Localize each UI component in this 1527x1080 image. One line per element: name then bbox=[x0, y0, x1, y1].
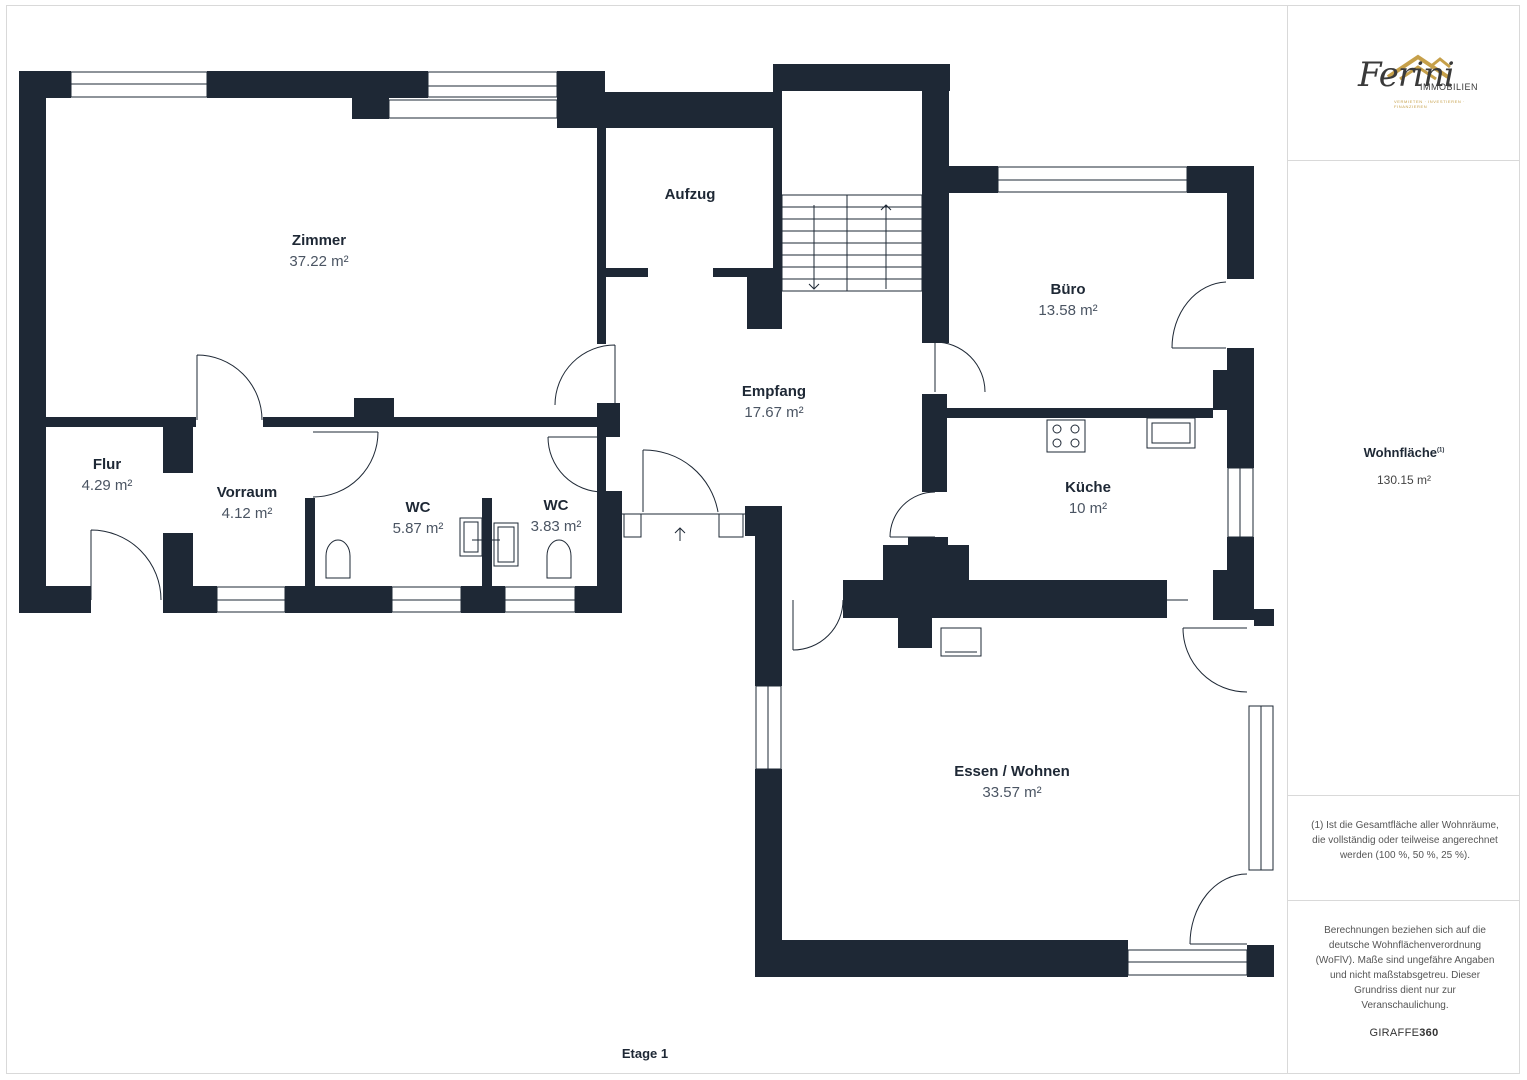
room-name: Vorraum bbox=[217, 484, 278, 501]
room-name: WC bbox=[544, 497, 569, 514]
room-area: 13.58 m² bbox=[1038, 302, 1097, 319]
room-area: 17.67 m² bbox=[744, 404, 803, 421]
panel-divider bbox=[1288, 900, 1520, 901]
room-name: WC bbox=[406, 499, 431, 516]
fixtures bbox=[325, 417, 1196, 657]
floor-label: Etage 1 bbox=[621, 1046, 669, 1061]
doors bbox=[90, 281, 1248, 945]
room-area: 10 m² bbox=[1069, 500, 1107, 517]
disclaimer-text: Berechnungen beziehen sich auf die deuts… bbox=[1315, 925, 1495, 1011]
room-area: 4.12 m² bbox=[222, 505, 273, 522]
company-logo: Ferini IMMOBILIEN VERMIETEN · INVESTIERE… bbox=[1318, 45, 1498, 125]
brand-label: GIRAFFE360 bbox=[1288, 1027, 1520, 1039]
room-name: Küche bbox=[1065, 479, 1111, 496]
living-area-value: 130.15 m² bbox=[1376, 473, 1432, 487]
room-area: 4.29 m² bbox=[82, 477, 133, 494]
page-frame bbox=[6, 5, 1520, 1074]
panel-divider bbox=[1288, 795, 1520, 796]
room-name: Büro bbox=[1051, 281, 1086, 298]
footnote-text: (1) Ist die Gesamtfläche aller Wohnräume… bbox=[1311, 820, 1499, 861]
room-name: Flur bbox=[93, 456, 121, 473]
living-area-title: Wohnfläche(1) bbox=[1288, 445, 1520, 460]
room-area: 33.57 m² bbox=[982, 784, 1041, 801]
room-labels: Zimmer 37.22 m² Aufzug Büro 13.58 m² Emp… bbox=[82, 186, 1111, 801]
living-area-title-text: Wohnfläche bbox=[1363, 445, 1438, 460]
floor-plan: Zimmer 37.22 m² Aufzug Büro 13.58 m² Emp… bbox=[19, 64, 1274, 977]
walls bbox=[19, 64, 1274, 977]
room-name: Aufzug bbox=[665, 186, 716, 203]
logo-tagline: VERMIETEN · INVESTIEREN · FINANZIEREN bbox=[1394, 99, 1466, 109]
footnote-marker: (1) bbox=[1437, 447, 1445, 454]
brand-suffix: 360 bbox=[1419, 1027, 1439, 1039]
logo-word: IMMOBILIEN bbox=[1420, 82, 1479, 92]
windows bbox=[19, 71, 1274, 976]
brand-prefix: GIRAFFE bbox=[1369, 1027, 1420, 1039]
stairs bbox=[781, 194, 923, 292]
panel-divider bbox=[1288, 160, 1520, 161]
room-name: Essen / Wohnen bbox=[954, 763, 1070, 780]
room-area: 5.87 m² bbox=[393, 520, 444, 537]
logo-roof-icon bbox=[1386, 54, 1451, 81]
room-name: Zimmer bbox=[292, 232, 346, 249]
room-name: Empfang bbox=[742, 383, 806, 400]
info-panel: Ferini IMMOBILIEN VERMIETEN · INVESTIERE… bbox=[1287, 5, 1520, 1074]
logo-script: Ferini bbox=[1358, 55, 1455, 95]
room-area: 37.22 m² bbox=[289, 253, 348, 270]
room-area: 3.83 m² bbox=[531, 518, 582, 535]
